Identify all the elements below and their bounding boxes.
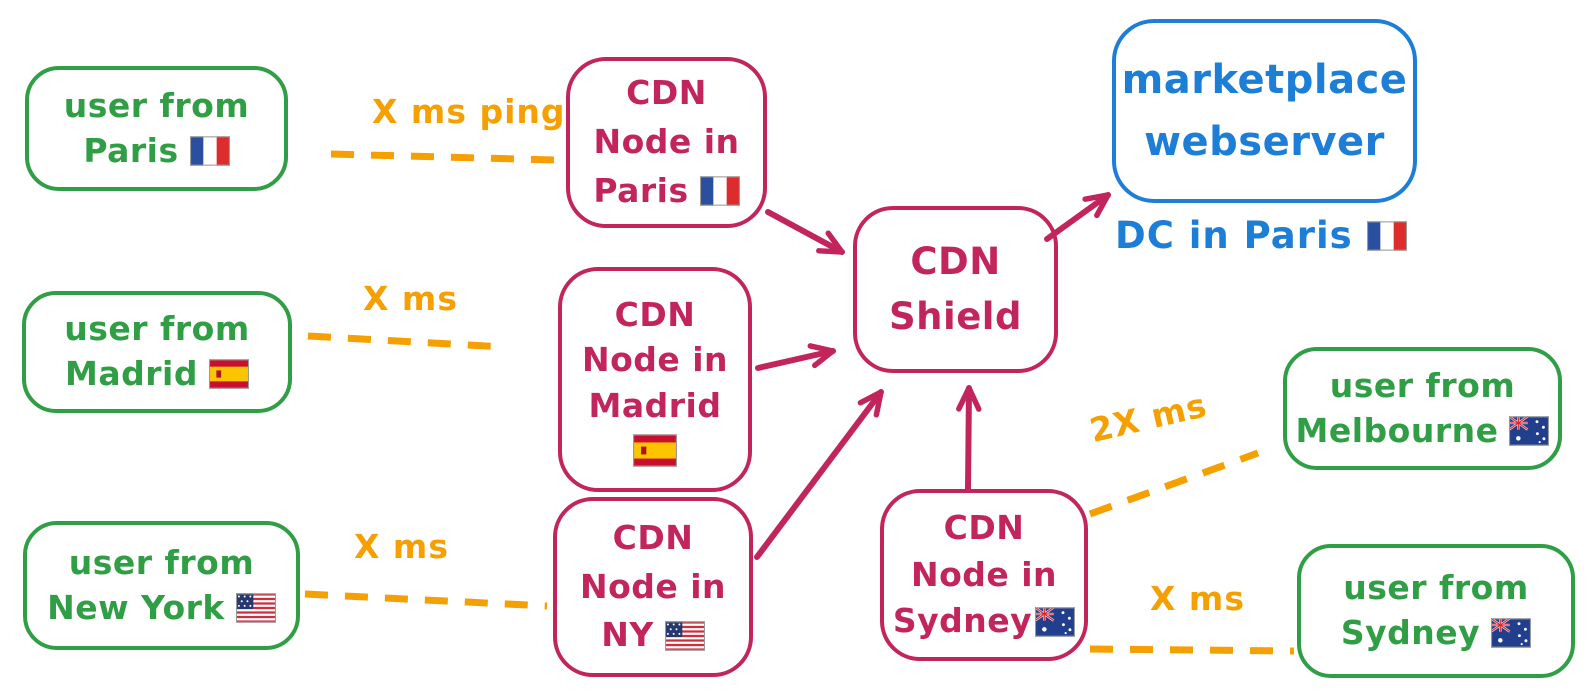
flag-australia-icon bbox=[1491, 618, 1532, 648]
box-label-line: Paris bbox=[593, 167, 740, 216]
flag-spain-icon bbox=[208, 359, 249, 389]
box-label-text: Paris bbox=[83, 130, 179, 170]
box-label-text: Node in bbox=[581, 340, 729, 380]
latency-label-sydney: X ms bbox=[1150, 579, 1245, 618]
flag-australia-icon bbox=[1035, 606, 1076, 637]
box-label-text: webserver bbox=[1144, 119, 1385, 165]
box-label-line bbox=[633, 428, 677, 467]
box-label-text: New York bbox=[47, 587, 225, 627]
box-label-text: Sydney bbox=[1340, 613, 1481, 652]
arrow-shield-to-webserver bbox=[1044, 192, 1111, 242]
box-label-line: Sydney bbox=[1340, 611, 1532, 656]
box-label-text: NY bbox=[601, 615, 654, 655]
box-label-text: CDN bbox=[626, 73, 707, 113]
box-label-text: user from bbox=[1343, 568, 1529, 608]
latency-link-new-york bbox=[304, 590, 548, 610]
box-label-text: Paris bbox=[593, 170, 689, 210]
box-label-text: CDN bbox=[614, 294, 696, 334]
flag-australia-icon bbox=[1509, 415, 1550, 446]
box-label-line: user from bbox=[1343, 566, 1528, 611]
flag-france-icon bbox=[189, 136, 230, 166]
latency-link-paris bbox=[330, 150, 557, 164]
box-label-line: Sydney bbox=[892, 598, 1076, 645]
flag-france-icon bbox=[699, 176, 740, 206]
user-paris-box: user from Paris bbox=[25, 66, 288, 191]
box-label-line: Shield bbox=[889, 290, 1022, 345]
marketplace-webserver-box: marketplace webserver bbox=[1112, 19, 1417, 203]
box-label-line: New York bbox=[47, 586, 276, 631]
box-label-line: user from bbox=[64, 307, 249, 352]
box-label-line: Melbourne bbox=[1296, 409, 1550, 454]
box-label-line: webserver bbox=[1144, 111, 1385, 173]
user-sydney-box: user from Sydney bbox=[1297, 544, 1575, 678]
arrow-cdn-ny-to-shield bbox=[754, 389, 884, 560]
box-label-text: Node in bbox=[910, 554, 1058, 594]
box-label-line: user from bbox=[69, 541, 254, 586]
latency-link-melbourne bbox=[1088, 449, 1260, 518]
cdn-node-sydney-box: CDN Node in Sydney bbox=[880, 489, 1088, 661]
latency-label-new-york: X ms bbox=[354, 527, 449, 566]
box-label-text: user from bbox=[64, 309, 250, 349]
box-label-text: Sydney bbox=[892, 601, 1033, 641]
arrow-cdn-paris-to-shield bbox=[765, 209, 845, 255]
cdn-node-madrid-box: CDN Node in Madrid bbox=[558, 267, 752, 492]
latency-label-paris: X ms ping bbox=[372, 92, 566, 131]
user-madrid-box: user from Madrid bbox=[22, 291, 292, 413]
flag-usa-icon bbox=[235, 593, 276, 623]
box-label-text: Madrid bbox=[65, 354, 198, 393]
cdn-node-paris-box: CDN Node in Paris bbox=[566, 57, 767, 228]
box-label-line: CDN bbox=[626, 69, 707, 118]
box-label-line: Paris bbox=[83, 129, 230, 174]
box-label-text: CDN bbox=[943, 507, 1025, 547]
arrow-cdn-sydney-to-shield bbox=[956, 385, 982, 492]
box-label-text: Node in bbox=[593, 122, 740, 162]
box-label-text: Madrid bbox=[588, 385, 722, 425]
box-label-line: Node in bbox=[582, 337, 728, 383]
box-label-text: CDN bbox=[612, 517, 694, 557]
box-label-line: user from bbox=[1330, 364, 1515, 409]
box-label-text: user from bbox=[1329, 365, 1516, 405]
latency-label-madrid: X ms bbox=[363, 279, 458, 318]
cdn-shield-box: CDN Shield bbox=[853, 206, 1058, 373]
dc-location-caption: DC in Paris bbox=[1115, 214, 1407, 257]
latency-link-sydney bbox=[1089, 645, 1295, 655]
box-label-line: Node in bbox=[580, 563, 726, 612]
cdn-node-ny-box: CDN Node in NY bbox=[553, 497, 753, 677]
flag-france-icon bbox=[1366, 220, 1407, 251]
box-label-line: CDN bbox=[910, 235, 1000, 290]
box-label-text: Melbourne bbox=[1295, 410, 1499, 450]
box-label-text: user from bbox=[68, 542, 255, 582]
box-label-line: CDN bbox=[613, 514, 694, 563]
dc-caption-text: DC in Paris bbox=[1115, 214, 1353, 257]
box-label-line: Madrid bbox=[589, 383, 722, 429]
box-label-line: Node in bbox=[593, 118, 739, 167]
box-label-text: Node in bbox=[579, 566, 727, 606]
box-label-line: CDN bbox=[615, 292, 696, 338]
box-label-line: marketplace bbox=[1122, 49, 1408, 111]
user-melbourne-box: user from Melbourne bbox=[1283, 347, 1562, 470]
box-label-line: Madrid bbox=[65, 352, 249, 397]
box-label-text: marketplace bbox=[1121, 57, 1408, 103]
user-new-york-box: user from New York bbox=[23, 521, 300, 650]
flag-usa-icon bbox=[664, 621, 705, 651]
box-label-line: user from bbox=[64, 84, 249, 129]
box-label-text: Shield bbox=[889, 294, 1022, 338]
box-label-line: CDN bbox=[944, 505, 1025, 552]
box-label-line: NY bbox=[601, 611, 705, 660]
latency-link-madrid bbox=[307, 332, 505, 351]
box-label-line: Node in bbox=[911, 552, 1057, 599]
box-label-text: user from bbox=[63, 85, 250, 125]
arrow-cdn-madrid-to-shield bbox=[755, 343, 836, 371]
box-label-text: CDN bbox=[910, 239, 1001, 283]
flag-spain-icon bbox=[633, 434, 677, 467]
